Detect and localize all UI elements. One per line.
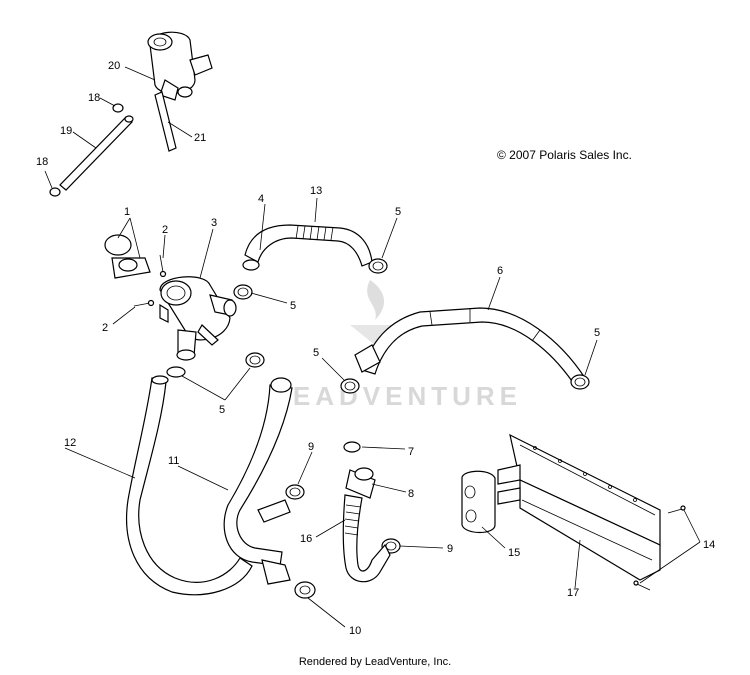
callout-16: 16 — [300, 533, 312, 545]
reservoir-vent-hose[interactable] — [154, 91, 177, 152]
hose-clamp-10[interactable] — [294, 581, 316, 599]
callout-6: 6 — [497, 265, 503, 277]
callout-9-upper: 9 — [308, 441, 314, 453]
callout-4: 4 — [258, 193, 264, 205]
hose-clamp-7[interactable] — [343, 441, 361, 453]
callout-21: 21 — [194, 132, 206, 144]
overflow-tube[interactable] — [59, 115, 134, 191]
hose-clamp-5-lower[interactable] — [166, 352, 265, 378]
copyright-notice: © 2007 Polaris Sales Inc. — [497, 148, 632, 162]
screw-upper[interactable] — [159, 254, 167, 278]
callout-5-mid: 5 — [313, 347, 319, 359]
callout-9-lower: 9 — [447, 543, 453, 555]
leader-lines — [44, 66, 701, 628]
cooler-assembly-17[interactable] — [497, 433, 661, 581]
callout-5-top: 5 — [395, 206, 401, 218]
hose-clamp-5-mid[interactable] — [340, 378, 360, 394]
callout-1: 1 — [124, 206, 130, 218]
callout-2-upper: 2 — [162, 224, 168, 236]
hose-upper-bellows[interactable] — [242, 224, 373, 271]
radiator-block-15[interactable] — [461, 470, 496, 534]
callout-5-housing: 5 — [290, 300, 296, 312]
thermostat-housing[interactable] — [159, 276, 237, 361]
screw-14-lower[interactable] — [633, 580, 651, 591]
callouts: 20 21 18 19 18 1 2 3 2 4 13 5 5 6 5 5 5 … — [36, 60, 715, 637]
tube-clamp-upper[interactable] — [112, 103, 124, 113]
rendered-by-footer: Rendered by LeadVenture, Inc. — [298, 656, 452, 668]
callout-5-right: 5 — [594, 327, 600, 339]
hose-clamp-9-upper[interactable] — [285, 484, 305, 500]
hose-clamp-5-housing[interactable] — [233, 284, 253, 300]
callout-19: 19 — [60, 125, 72, 137]
screw-lower[interactable] — [133, 299, 155, 307]
tube-clamp-lower[interactable] — [49, 187, 61, 197]
coolant-reservoir[interactable] — [147, 31, 213, 101]
callout-13: 13 — [310, 185, 322, 197]
radiator-cap[interactable] — [104, 234, 151, 279]
callout-2-lower: 2 — [102, 322, 108, 334]
watermark-text: LEADVENTURE — [272, 381, 522, 411]
hose-center-y[interactable] — [223, 377, 293, 585]
screw-14-upper[interactable] — [667, 505, 686, 514]
callout-5-lower: 5 — [219, 404, 225, 416]
callout-12: 12 — [64, 437, 76, 449]
hose-lower-left[interactable] — [126, 375, 253, 596]
callout-7: 7 — [408, 446, 414, 458]
callout-18-lower: 18 — [36, 156, 48, 168]
callout-20: 20 — [108, 60, 120, 72]
callout-3: 3 — [211, 217, 217, 229]
callout-8: 8 — [408, 488, 414, 500]
hose-clamp-5-top-right[interactable] — [368, 258, 388, 274]
hose-radiator-long[interactable] — [354, 307, 586, 385]
callout-15: 15 — [508, 547, 520, 559]
callout-14: 14 — [703, 539, 715, 551]
hose-fitting-8[interactable] — [345, 467, 376, 499]
hose-clamp-5-right[interactable] — [570, 374, 590, 390]
watermark: LEADVENTURE — [272, 280, 522, 411]
callout-17: 17 — [567, 587, 579, 599]
callout-18-upper: 18 — [88, 92, 100, 104]
callout-11: 11 — [168, 455, 179, 467]
callout-10: 10 — [349, 625, 361, 637]
hose-bellows-16[interactable] — [342, 494, 391, 583]
